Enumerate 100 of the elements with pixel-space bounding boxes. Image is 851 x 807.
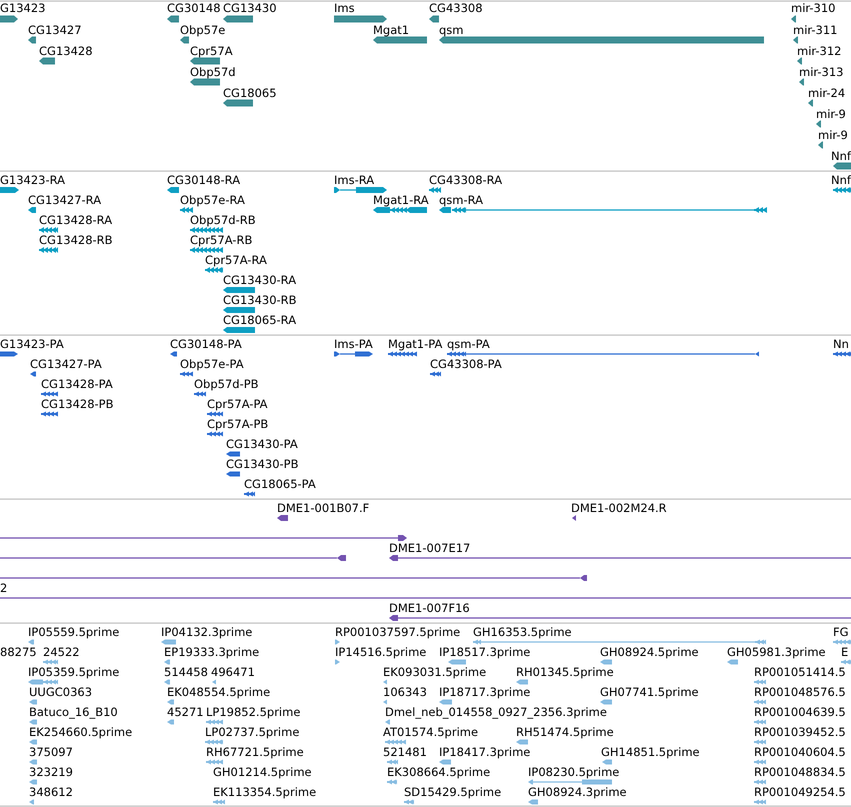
est-label: AT01574.5prime — [383, 725, 478, 739]
est-label: EP19333.3prime — [164, 645, 260, 659]
est-label: IP14516.5prime — [335, 645, 426, 659]
protein-label: CG30148-PA — [170, 337, 242, 351]
transcript-label: CG18065-RA — [223, 313, 296, 327]
est-label: EK254660.5prime — [29, 725, 132, 739]
clone-label: DME1-002M24.R — [571, 501, 667, 515]
est-label: 514458 — [164, 665, 208, 679]
est-label: RP001004639.5 — [754, 705, 846, 719]
gene-label: mir-313 — [799, 65, 844, 79]
est-label: 323219 — [29, 765, 73, 779]
est-label: RP001040604.5 — [754, 745, 846, 759]
transcript-label: CG13428-RB — [39, 233, 113, 247]
est-label: IP05559.5prime — [28, 625, 120, 639]
est-label: IP18717.3prime — [439, 685, 530, 699]
est-label: RH51474.5prime — [516, 725, 614, 739]
transcript-label: Mgat1-RA — [373, 193, 429, 207]
gene-label: Obp57d — [190, 65, 236, 79]
protein-label: G13423-PA — [0, 337, 64, 351]
protein-label: CG13428-PA — [41, 377, 113, 391]
est-label: RP001049254.5 — [754, 785, 846, 799]
est-label: GH07741.5prime — [600, 685, 699, 699]
gene-label: Cpr57A — [190, 44, 233, 58]
transcript-label: Nnf — [831, 173, 851, 187]
est-label: Dmel_neb_014558_0927_2356.3prime — [385, 705, 607, 719]
est-label: EK113354.5prime — [213, 785, 316, 799]
gene-label: mir-24 — [808, 86, 846, 100]
est-label: IP18517.3prime — [439, 645, 530, 659]
est-label: GH08924.3prime — [528, 785, 627, 799]
clone-label: 2 — [0, 581, 8, 595]
est-label: GH01214.5prime — [213, 765, 312, 779]
protein-label: qsm-PA — [447, 337, 490, 351]
transcript-label: Cpr57A-RA — [205, 253, 267, 267]
protein-label: Ims-PA — [334, 337, 373, 351]
est-label: EK308664.5prime — [387, 765, 490, 779]
est-label: UUGC0363 — [29, 685, 92, 699]
protein-label: CG13430-PA — [226, 437, 298, 451]
est-label: SD15429.5prime — [404, 785, 502, 799]
protein-label: Cpr57A-PB — [207, 417, 268, 431]
transcript-label: CG43308-RA — [429, 173, 502, 187]
gene-label: CG13427 — [28, 23, 82, 37]
est-label: 45271 — [167, 705, 204, 719]
est-label: RH67721.5prime — [206, 745, 304, 759]
est-label: E — [841, 645, 848, 659]
est-label: RP001048576.5 — [754, 685, 846, 699]
est-label: 24522 — [43, 645, 80, 659]
gene-label: mir-310 — [791, 1, 836, 15]
transcript-label: CG30148-RA — [167, 173, 240, 187]
est-label: 88275 — [0, 645, 37, 659]
gene-label: CG13428 — [39, 44, 93, 58]
est-label: Batuco_16_B10 — [29, 705, 118, 719]
gene-label: CG43308 — [429, 1, 483, 15]
gene-label: CG13430 — [223, 1, 277, 15]
est-label: 375097 — [29, 745, 73, 759]
est-label: 496471 — [211, 665, 255, 679]
gene-label: Mgat1 — [373, 23, 410, 37]
gene-label: CG18065 — [223, 86, 277, 100]
transcript-label: Obp57e-RA — [180, 193, 245, 207]
gene-label: mir-312 — [797, 44, 842, 58]
gene-label: Nnf — [831, 149, 851, 163]
gene-label: mir-9 — [816, 107, 846, 121]
transcript-label: CG13430-RB — [223, 293, 297, 307]
protein-label: CG13428-PB — [41, 397, 114, 411]
clone-label: DME1-001B07.F — [277, 501, 370, 515]
est-label: IP04132.3prime — [161, 625, 252, 639]
protein-label: Nn — [833, 337, 849, 351]
est-label: GH16353.5prime — [473, 625, 572, 639]
gene-label: mir-9 — [818, 128, 848, 142]
gene-label: qsm — [439, 23, 464, 37]
est-label: RP001037597.5prime — [335, 625, 460, 639]
est-label: GH05981.3prime — [727, 645, 826, 659]
transcript-label: CG13427-RA — [28, 193, 102, 207]
est-label: GH08924.5prime — [600, 645, 699, 659]
gene-label: Ims — [334, 1, 355, 15]
est-label: LP02737.5prime — [205, 725, 300, 739]
est-label: EK093031.5prime — [383, 665, 486, 679]
clone-label: DME1-007E17 — [389, 541, 470, 555]
est-label: GH14851.5prime — [601, 745, 700, 759]
gene-label: Obp57e — [180, 23, 226, 37]
protein-label: Obp57d-PB — [194, 377, 259, 391]
protein-label: Mgat1-PA — [388, 337, 442, 351]
gene-label: CG30148 — [167, 1, 221, 15]
est-label: RP001039452.5 — [754, 725, 846, 739]
est-label: RH01345.5prime — [516, 665, 614, 679]
gene-label: G13423 — [0, 1, 46, 15]
transcript-label: qsm-RA — [439, 193, 484, 207]
transcript-label: Obp57d-RB — [190, 213, 256, 227]
protein-label: CG13427-PA — [30, 357, 102, 371]
est-label: 348612 — [29, 785, 73, 799]
protein-label: Obp57e-PA — [180, 357, 244, 371]
clone-label: DME1-007F16 — [389, 601, 470, 615]
protein-label: CG18065-PA — [244, 477, 316, 491]
transcript-label: Cpr57A-RB — [190, 233, 252, 247]
est-label: RP001048834.5 — [754, 765, 846, 779]
est-label: IP05359.5prime — [28, 665, 120, 679]
transcript-label: Ims-RA — [334, 173, 374, 187]
est-label: 521481 — [383, 745, 427, 759]
transcript-label: CG13430-RA — [223, 273, 296, 287]
est-label: EK048554.5prime — [167, 685, 270, 699]
est-label: IP08230.5prime — [528, 765, 620, 779]
